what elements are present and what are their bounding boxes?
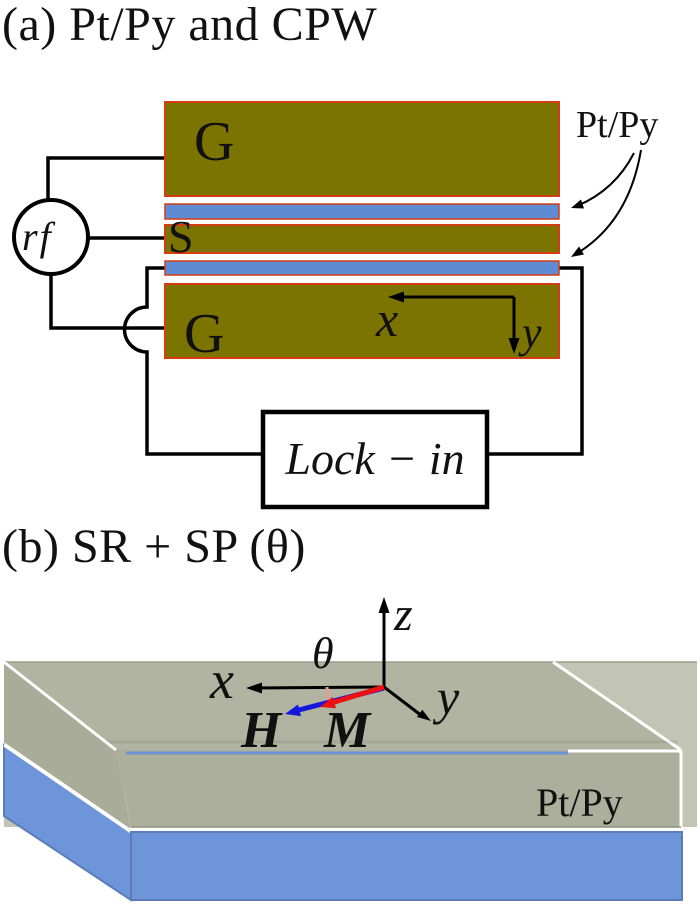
ground-top-label: G <box>194 111 234 173</box>
theta-label: θ <box>312 629 334 678</box>
panel-a-y-label: y <box>518 308 542 357</box>
panel-b-z-axis-head <box>378 597 390 613</box>
panel-b-ptpy-label: Pt/Py <box>536 780 623 825</box>
panel-b-y-axis-head <box>416 709 431 721</box>
panel-a-x-label: x <box>375 291 398 347</box>
wire-rf-to-bottom-ground <box>49 274 165 330</box>
signal-electrode <box>164 224 560 254</box>
signal-label: S <box>168 211 194 262</box>
film-left-face <box>4 662 131 831</box>
panel-b-x-label: x <box>209 650 234 710</box>
panel-b-title: (b) SR + SP (θ) <box>2 520 306 573</box>
field-vector-head <box>285 704 301 717</box>
panel-a-x-axis-head <box>388 291 404 303</box>
panel-b-x-axis <box>253 685 385 690</box>
panel-b: (b) SR + SP (θ) Pt/Py <box>2 520 697 902</box>
wire-strip-to-lockin-right <box>486 266 584 456</box>
field-label: H <box>240 702 283 759</box>
ground-bottom-label: G <box>184 303 224 365</box>
ptpy-strip-2 <box>164 260 560 276</box>
panel-a-ptpy-label: Pt/Py <box>576 104 658 146</box>
panel-a-title: (a) Pt/Py and CPW <box>2 0 377 51</box>
substrate-front-face <box>130 831 683 901</box>
ptpy-pointer-arrow-1-head <box>571 199 584 209</box>
magnetization-vector-shaft <box>327 684 385 707</box>
magnetization-vector-head <box>320 696 337 709</box>
ptpy-pointer-arrow-2 <box>575 149 642 255</box>
film-top-face <box>4 662 681 750</box>
wire-strip-to-lockin-left <box>122 266 265 456</box>
film-left-top-highlight <box>3 660 117 752</box>
rf-source-label: rf <box>22 214 56 259</box>
panel-a-y-axis-head <box>508 338 520 354</box>
ptpy-pointer-arrow-2-head <box>571 246 584 257</box>
panel-b-x-axis-head <box>246 682 262 694</box>
substrate-left-top-highlight <box>3 743 132 834</box>
ptpy-pointer-arrow-1 <box>576 152 635 207</box>
ground-electrode-top <box>164 101 560 197</box>
panel-b-y-axis <box>383 685 423 718</box>
magnetization-label: M <box>323 702 372 759</box>
rf-source-circle <box>12 198 90 276</box>
lockin-label: Lock − in <box>284 433 464 484</box>
wire-rf-to-top-ground <box>46 156 165 201</box>
panel-b-z-label: z <box>393 588 413 641</box>
lockin-box <box>260 409 490 510</box>
film-right-edge-highlight <box>552 660 682 752</box>
film-front-face <box>116 750 681 827</box>
panel-b-y-label: y <box>432 669 460 725</box>
panel-a: (a) Pt/Py and CPW rf G S G Pt/Py x y <box>2 0 658 510</box>
ptpy-strip-1 <box>164 203 560 220</box>
